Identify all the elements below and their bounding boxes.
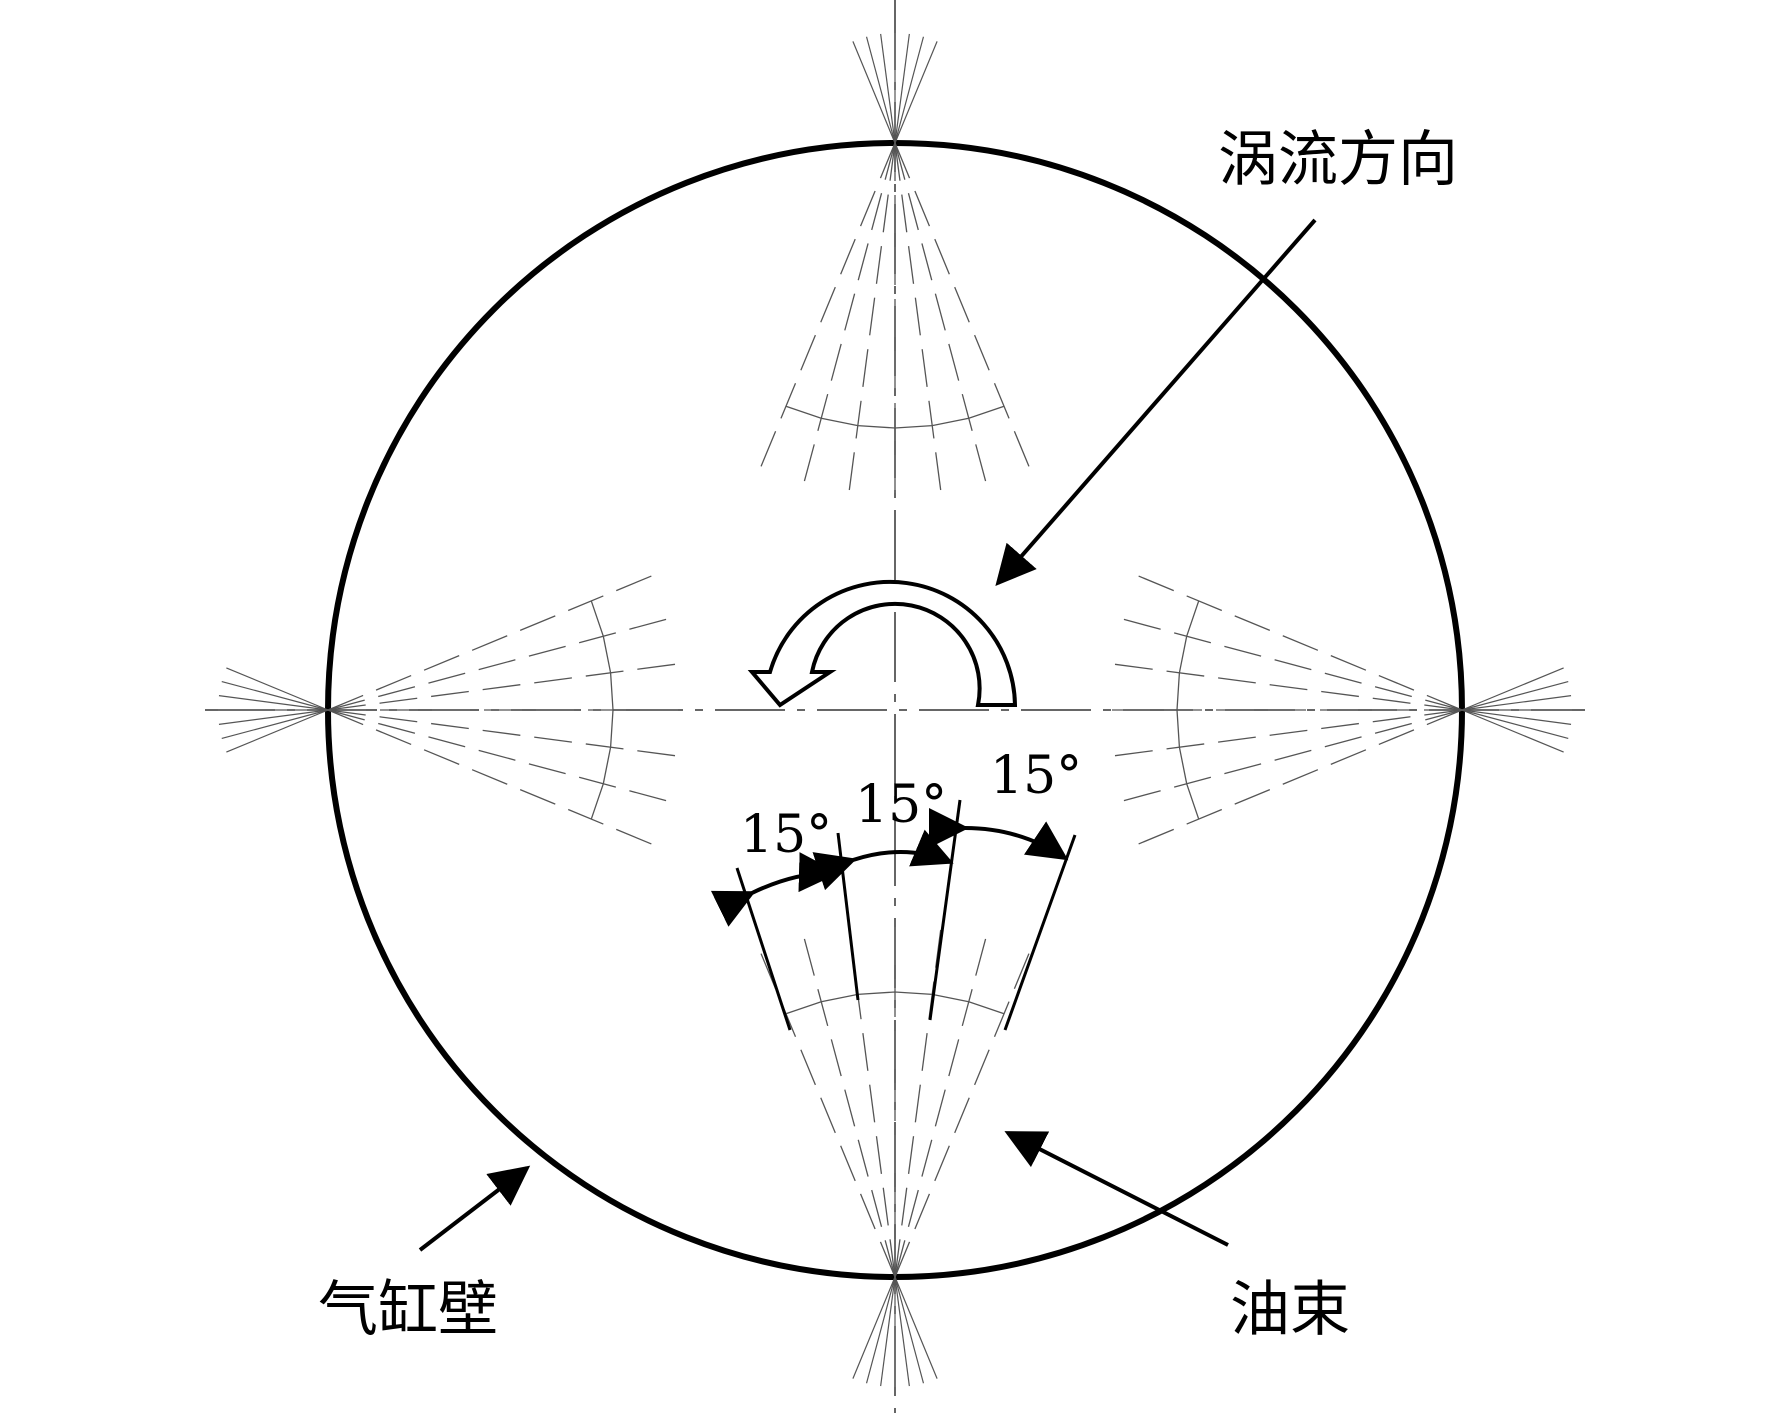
oil-spray-label: 油束	[1230, 1275, 1350, 1345]
spray-front-arc	[1176, 600, 1200, 820]
spray-back-ray	[1461, 667, 1564, 711]
spray-back-ray	[852, 1276, 896, 1379]
spray-back-ray	[865, 1276, 896, 1384]
swirl-arrow-icon	[747, 579, 1018, 708]
spray-ray	[1118, 709, 1463, 803]
spray-back-ray	[852, 41, 896, 144]
spray-ray	[894, 933, 988, 1278]
spray-ray	[327, 617, 672, 711]
spray-ray	[894, 948, 1032, 1278]
angle-label-left: 15°	[740, 805, 832, 865]
spray-back-ray	[226, 709, 329, 753]
spray-back-ray	[218, 695, 329, 711]
spray-back-ray	[894, 1276, 910, 1387]
swirl-leader-arrow	[995, 218, 1317, 587]
spray-ray	[894, 142, 988, 487]
cylinder-wall-leader-arrow	[418, 1165, 531, 1252]
spray-back-ray	[221, 680, 329, 711]
spray-ray	[327, 663, 681, 711]
spray-back-ray	[894, 36, 925, 144]
spray-ray	[327, 573, 657, 711]
spray-front-arc	[785, 991, 1005, 1015]
cylinder-wall-label: 气缸壁	[318, 1275, 498, 1345]
swirl-direction-label: 涡流方向	[1218, 125, 1458, 195]
spray-back-ray	[894, 41, 938, 144]
spray-ray	[1118, 617, 1463, 711]
angle-label-middle: 15°	[855, 775, 947, 835]
spray-back-ray	[894, 1276, 925, 1384]
spray-plume-top	[758, 33, 1032, 498]
spray-plume-bottom	[758, 922, 1032, 1387]
leader-arrows	[418, 218, 1317, 1252]
spray-back-ray	[894, 1276, 938, 1379]
spray-back-ray	[1461, 709, 1572, 725]
spray-ray	[848, 142, 896, 496]
spray-back-ray	[1461, 709, 1564, 753]
spray-back-ray	[1461, 695, 1572, 711]
spray-back-ray	[880, 1276, 896, 1387]
spray-ray	[327, 709, 672, 803]
angle-arcs	[710, 807, 1069, 927]
spray-back-ray	[894, 33, 910, 144]
spray-ray	[327, 709, 681, 757]
spray-ray	[802, 933, 896, 1278]
spray-ray	[1133, 573, 1463, 711]
spray-ray	[327, 709, 657, 847]
spray-ray	[894, 142, 942, 496]
spray-plume-left	[218, 573, 683, 847]
spray-back-ray	[221, 709, 329, 740]
spray-ray	[802, 142, 896, 487]
spray-back-ray	[1461, 680, 1569, 711]
angle-label-right: 15°	[990, 746, 1082, 806]
spray-ray	[758, 142, 896, 472]
oil-spray-leader-arrow	[1004, 1131, 1229, 1247]
spray-back-ray	[865, 36, 896, 144]
spray-back-ray	[226, 667, 329, 711]
spray-back-ray	[218, 709, 329, 725]
spray-ray	[1133, 709, 1463, 847]
spray-ray	[894, 142, 1032, 472]
spray-back-ray	[880, 33, 896, 144]
spray-front-arc	[590, 600, 614, 820]
spray-back-ray	[1461, 709, 1569, 740]
spray-plume-right	[1107, 573, 1572, 847]
spray-plumes	[218, 33, 1572, 1387]
spray-ray	[1109, 709, 1463, 757]
spray-front-arc	[785, 405, 1005, 429]
spray-ray	[1109, 663, 1463, 711]
